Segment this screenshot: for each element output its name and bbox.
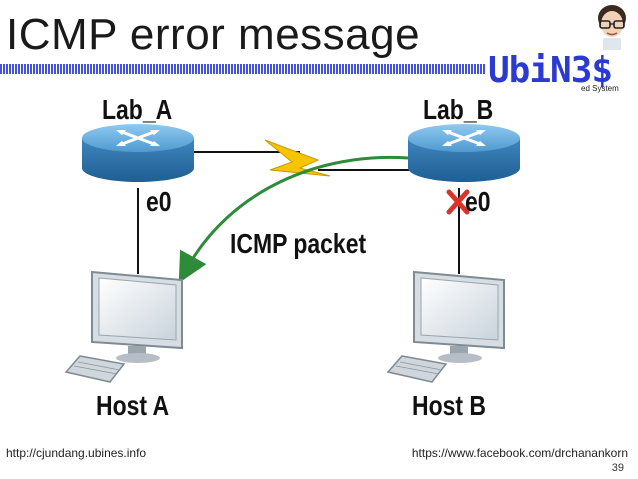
title-underline [0,64,486,74]
router-a-label: Lab_A [102,94,173,125]
host-a-label: Host A [96,390,170,421]
router-lab-b-icon [408,124,520,182]
slide-title: ICMP error message [6,10,421,59]
icmp-packet-label: ICMP packet [230,228,367,259]
router-lab-a-icon [82,124,194,182]
host-b-computer-icon [386,270,505,383]
brand-logo: UbiN3$ [488,50,613,91]
interface-b-label: e0 [465,186,491,217]
serial-link-icon [190,139,410,177]
presenter-avatar-icon [598,5,626,50]
footer-left-link[interactable]: http://cjundang.ubines.info [6,446,147,460]
page-number: 39 [611,462,624,474]
error-x-icon [446,189,470,215]
footer-right-link[interactable]: https://www.facebook.com/drchanankorn [411,446,628,460]
host-b-label: Host B [412,390,486,421]
interface-a-label: e0 [146,186,172,217]
host-a-computer-icon [64,270,183,383]
router-b-label: Lab_B [423,94,494,125]
brand-subtitle: ed System [581,84,619,93]
icmp-arrow-icon [178,155,409,284]
